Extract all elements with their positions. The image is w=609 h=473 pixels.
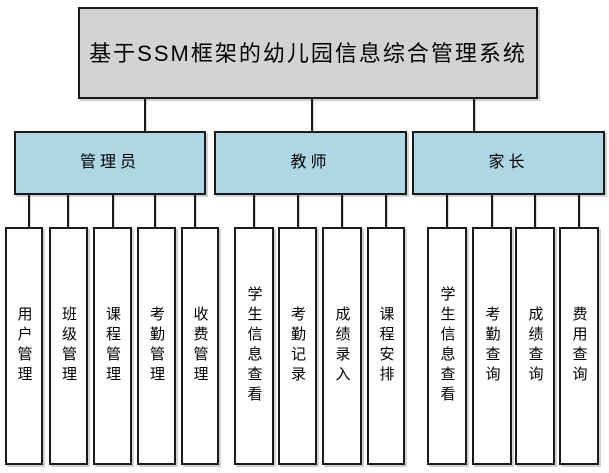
leaf-node-class-management: 班级管理 bbox=[49, 227, 88, 465]
connector-teacher-course-schedule bbox=[385, 195, 387, 227]
leaf-fee-management-label: 收费管理 bbox=[191, 306, 209, 386]
leaf-node-attendance-record: 考勤记录 bbox=[278, 227, 317, 465]
leaf-node-user-management: 用户管理 bbox=[5, 227, 43, 465]
leaf-node-course-schedule: 课程安排 bbox=[367, 227, 405, 465]
connector-parent-student-info-view bbox=[446, 195, 448, 227]
connector-teacher-student-info-view bbox=[253, 195, 255, 227]
root-node-label: 基于SSM框架的幼儿园信息综合管理系统 bbox=[89, 41, 527, 66]
connector-teacher-attendance-record bbox=[297, 195, 299, 227]
branch-node-teacher: 教师 bbox=[214, 131, 407, 195]
leaf-grade-entry-label: 成绩录入 bbox=[333, 306, 351, 386]
connector-root-parent bbox=[473, 99, 475, 131]
connector-admin-course-management bbox=[112, 195, 114, 227]
connector-admin-user-management bbox=[28, 195, 30, 227]
branch-parent-label: 家长 bbox=[488, 154, 529, 171]
branch-node-parent: 家长 bbox=[412, 131, 605, 195]
leaf-node-fee-management: 收费管理 bbox=[181, 227, 219, 465]
leaf-user-management-label: 用户管理 bbox=[15, 306, 33, 386]
leaf-attendance-management-label: 考勤管理 bbox=[148, 306, 165, 386]
leaf-node-fee-query: 费用查询 bbox=[559, 227, 599, 465]
leaf-node-parent-student-info-view: 学生信息查看 bbox=[427, 227, 467, 465]
leaf-attendance-record-label: 考勤记录 bbox=[289, 306, 306, 386]
leaf-class-management-label: 班级管理 bbox=[60, 306, 77, 386]
leaf-node-attendance-management: 考勤管理 bbox=[137, 227, 176, 465]
connector-teacher-grade-entry bbox=[341, 195, 343, 227]
leaf-node-attendance-query: 考勤查询 bbox=[472, 227, 512, 465]
leaf-parent-student-info-view-label: 学生信息查看 bbox=[438, 286, 456, 406]
connector-admin-class-management bbox=[67, 195, 69, 227]
connector-admin-fee-management bbox=[194, 195, 196, 227]
root-node: 基于SSM框架的幼儿园信息综合管理系统 bbox=[78, 7, 538, 99]
leaf-fee-query-label: 费用查询 bbox=[570, 306, 588, 386]
branch-node-admin: 管理员 bbox=[14, 131, 206, 195]
connector-admin-attendance-management bbox=[154, 195, 156, 227]
connector-parent-fee-query bbox=[578, 195, 580, 227]
leaf-node-teacher-student-info-view: 学生信息查看 bbox=[234, 227, 274, 465]
leaf-teacher-student-info-view-label: 学生信息查看 bbox=[245, 286, 263, 406]
connector-root-admin bbox=[144, 99, 146, 131]
leaf-node-course-management: 课程管理 bbox=[93, 227, 132, 465]
leaf-attendance-query-label: 考勤查询 bbox=[483, 306, 501, 386]
leaf-course-management-label: 课程管理 bbox=[104, 306, 121, 386]
leaf-grade-query-label: 成绩查询 bbox=[526, 306, 544, 386]
leaf-node-grade-entry: 成绩录入 bbox=[322, 227, 362, 465]
leaf-course-schedule-label: 课程安排 bbox=[377, 306, 395, 386]
connector-parent-grade-query bbox=[534, 195, 536, 227]
branch-teacher-label: 教师 bbox=[290, 154, 331, 171]
leaf-node-grade-query: 成绩查询 bbox=[515, 227, 555, 465]
branch-admin-label: 管理员 bbox=[79, 154, 140, 171]
connector-root-teacher bbox=[311, 99, 313, 131]
connector-parent-attendance-query bbox=[491, 195, 493, 227]
